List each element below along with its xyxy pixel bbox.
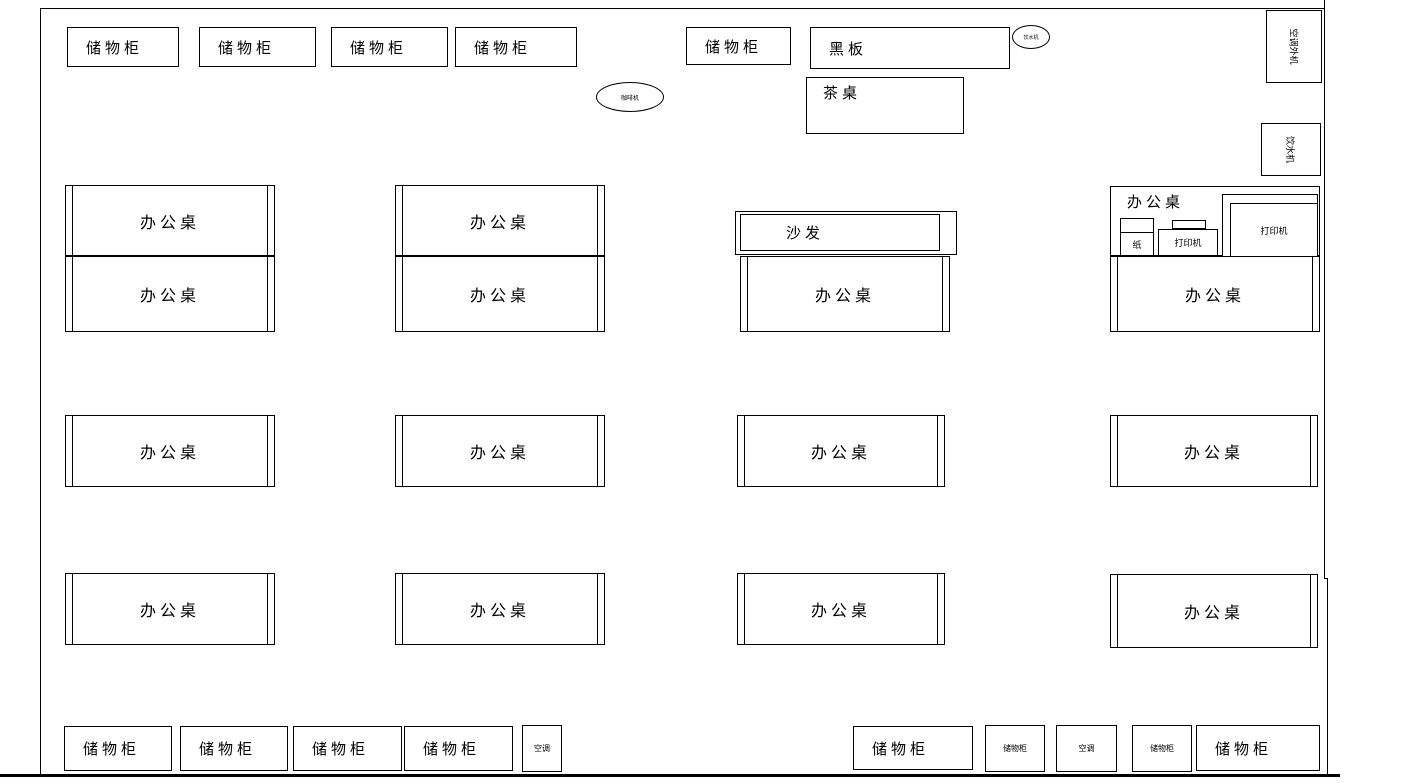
- desk-r2c4: 办公桌: [1110, 415, 1318, 487]
- wall-unit-lower: 饮水机: [1261, 123, 1321, 176]
- blackboard-label: 黑板: [829, 41, 868, 58]
- cabinet-top-3-label: 储物柜: [350, 40, 408, 57]
- desk-r1c2-top: 办公桌: [395, 185, 605, 256]
- wall-left: [40, 8, 41, 774]
- desk-r2c3-label: 办公桌: [810, 445, 871, 462]
- coffee-machine-ellipse-label: 咖啡机: [620, 95, 639, 102]
- cabinet-bottom-3-label: 储物柜: [312, 742, 370, 758]
- cabinet-top-2-label: 储物柜: [218, 40, 276, 57]
- desk-r1c3-bottom: 办公桌: [740, 256, 950, 332]
- printer-large-label: 打印机: [1260, 225, 1288, 236]
- cabinet-bottom-4: 储物柜: [404, 726, 513, 771]
- water-dispenser-ellipse-label: 饮水机: [1023, 35, 1039, 41]
- wall-top: [40, 8, 1324, 9]
- desk-r2c2-label: 办公桌: [469, 445, 530, 462]
- desk-r2c2: 办公桌: [395, 415, 605, 487]
- ac-bottom-left-label: 空调: [534, 744, 550, 753]
- desk-r3c4-label: 办公桌: [1183, 605, 1244, 622]
- desk-r1c2-top-label: 办公桌: [469, 214, 530, 232]
- printer-small-tab: [1172, 220, 1206, 229]
- cabinet-top-2: 储物柜: [199, 27, 316, 67]
- tea-table: 茶桌: [806, 77, 964, 134]
- desk-r3c3-label: 办公桌: [810, 603, 871, 620]
- desk-r3c3: 办公桌: [737, 573, 945, 645]
- desk-r1c3-bottom-label: 办公桌: [814, 288, 875, 305]
- cabinet-bottom-8-label: 储物柜: [1215, 741, 1273, 758]
- wall-right-upper: [1324, 0, 1325, 578]
- desk-r2c1: 办公桌: [65, 415, 275, 487]
- wall-unit-upper: 空调外机: [1266, 10, 1322, 83]
- desk-r1c1-top-label: 办公桌: [139, 214, 200, 232]
- blackboard: 黑板: [810, 27, 1010, 69]
- cabinet-bottom-7-label: 储物柜: [1150, 744, 1174, 753]
- cabinet-bottom-2-label: 储物柜: [199, 742, 257, 758]
- coffee-machine-ellipse: 咖啡机: [596, 82, 664, 112]
- cabinet-bottom-1-label: 储物柜: [83, 742, 141, 758]
- printer-large: 打印机: [1230, 203, 1318, 257]
- tea-table-label: 茶桌: [823, 86, 862, 102]
- desk-r3c1-label: 办公桌: [139, 603, 200, 620]
- desk-r1c1-bottom: 办公桌: [65, 256, 275, 332]
- desk-r3c1: 办公桌: [65, 573, 275, 645]
- wall-right-lower: [1327, 578, 1328, 774]
- paper-box: [1120, 218, 1154, 256]
- sofa-label: 沙发: [786, 226, 825, 242]
- cabinet-top-3: 储物柜: [331, 27, 448, 67]
- desk-r3c2-label: 办公桌: [469, 603, 530, 620]
- cabinet-bottom-6: 储物柜: [985, 725, 1045, 772]
- cabinet-bottom-5: 储物柜: [853, 726, 973, 770]
- paper-box-divider: [1120, 232, 1154, 233]
- cabinet-top-1-label: 储物柜: [86, 40, 144, 57]
- desk-r1c4-bottom-label: 办公桌: [1184, 288, 1245, 305]
- printer-small-label: 打印机: [1174, 238, 1202, 248]
- ac-bottom-right-label: 空调: [1078, 744, 1095, 753]
- cabinet-bottom-3: 储物柜: [293, 726, 402, 771]
- cabinet-bottom-8: 储物柜: [1196, 725, 1320, 771]
- desk-r2c3: 办公桌: [737, 415, 945, 487]
- cabinet-top-5-label: 储物柜: [705, 39, 763, 56]
- desk-r2c4-label: 办公桌: [1183, 445, 1244, 462]
- cabinet-bottom-7: 储物柜: [1132, 725, 1192, 772]
- wall-unit-lower-label: 饮水机: [1285, 135, 1296, 164]
- wall-bottom: [0, 774, 1340, 777]
- desk-area-r1c4-label: 办公桌: [1127, 195, 1185, 211]
- ac-bottom-left: 空调: [522, 725, 562, 772]
- cabinet-bottom-6-label: 储物柜: [1003, 744, 1027, 753]
- desk-r1c2-bottom: 办公桌: [395, 256, 605, 332]
- water-dispenser-ellipse: 饮水机: [1012, 25, 1050, 49]
- cabinet-bottom-4-label: 储物柜: [423, 742, 481, 758]
- cabinet-top-5: 储物柜: [686, 27, 791, 65]
- sofa: 沙发: [740, 214, 940, 251]
- desk-r1c2-bottom-label: 办公桌: [469, 288, 530, 305]
- desk-r1c4-bottom: 办公桌: [1110, 256, 1320, 332]
- desk-r1c1-top: 办公桌: [65, 185, 275, 256]
- cabinet-top-1: 储物柜: [67, 27, 179, 67]
- cabinet-bottom-2: 储物柜: [180, 726, 288, 771]
- ac-bottom-right: 空调: [1056, 725, 1117, 772]
- cabinet-bottom-5-label: 储物柜: [872, 741, 930, 758]
- desk-r1c1-bottom-label: 办公桌: [139, 288, 200, 305]
- wall-unit-upper-label: 空调外机: [1288, 28, 1299, 65]
- cabinet-bottom-1: 储物柜: [64, 726, 172, 771]
- desk-r2c1-label: 办公桌: [139, 445, 200, 462]
- desk-r3c4: 办公桌: [1110, 574, 1318, 648]
- cabinet-top-4: 储物柜: [455, 27, 577, 67]
- wall-right-jog: [1324, 578, 1328, 579]
- desk-r3c2: 办公桌: [395, 573, 605, 645]
- cabinet-top-4-label: 储物柜: [474, 40, 532, 57]
- paper-box-label-label: 纸: [1132, 239, 1142, 250]
- paper-box-label: 纸: [1121, 233, 1153, 255]
- printer-small: 打印机: [1158, 229, 1218, 256]
